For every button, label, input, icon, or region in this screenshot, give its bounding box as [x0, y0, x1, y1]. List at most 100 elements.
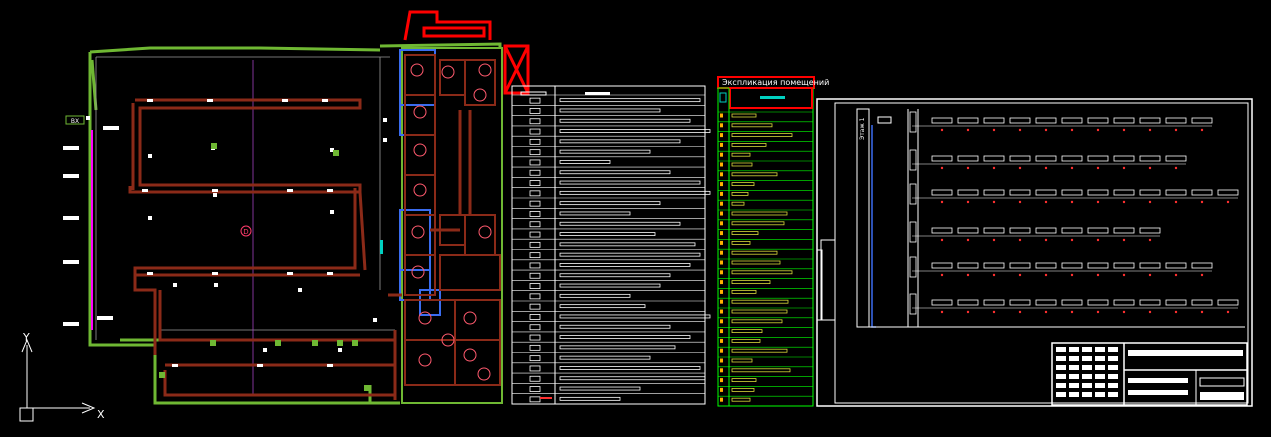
panel-device [1113, 262, 1135, 269]
legend-symbol [529, 324, 541, 331]
panel-node [1174, 166, 1178, 170]
panel-device [957, 117, 979, 124]
panel-device [1061, 155, 1083, 162]
title-block-cell [1056, 347, 1066, 352]
room-circle [463, 348, 477, 362]
room-circle [473, 88, 487, 102]
panel-node [1044, 200, 1048, 204]
title-block-cell [1069, 365, 1079, 370]
explication-room-name [731, 250, 778, 255]
legend-last-symbol [540, 397, 552, 399]
legend-symbol [529, 293, 541, 300]
room-circle [413, 143, 427, 157]
explication-room-name [731, 191, 749, 196]
panel-device [1035, 189, 1057, 196]
title-block-cell [1108, 347, 1118, 352]
riser-tag [909, 293, 917, 315]
room-circle [441, 65, 455, 79]
legend-description [559, 221, 681, 226]
explication-room-name [731, 172, 778, 177]
room-circle [478, 225, 492, 239]
panel-node [1096, 238, 1100, 242]
panel-device [1087, 117, 1109, 124]
title-block-cell [1056, 356, 1066, 361]
explication-room-number [720, 280, 723, 285]
explication-table[interactable]: Экспликация помещений [717, 76, 829, 407]
panel-device [1165, 155, 1187, 162]
panel-node [1174, 273, 1178, 277]
explication-room-name [731, 133, 793, 138]
panel-node [1122, 310, 1126, 314]
fixture-symbol [148, 154, 152, 158]
legend-description [559, 386, 641, 391]
legend-symbol [529, 344, 541, 351]
explication-room-name [731, 260, 781, 265]
legend-symbol [529, 97, 541, 104]
panel-device [983, 262, 1005, 269]
legend-symbol [529, 262, 541, 269]
legend-description [559, 118, 691, 123]
explication-room-name [731, 162, 753, 167]
panel-device [1087, 262, 1109, 269]
floor-plan[interactable]: D ВХ [63, 10, 530, 405]
title-block-cell [1082, 374, 1092, 379]
riser-tag [909, 149, 917, 171]
pipe-tick [142, 189, 148, 192]
panel-node [1122, 238, 1126, 242]
panel-node [1096, 166, 1100, 170]
svg-text:D: D [243, 228, 248, 236]
panel-device [1191, 189, 1213, 196]
legend-table[interactable] [511, 85, 711, 405]
explication-room-name [731, 142, 767, 147]
fixture-symbol [383, 138, 387, 142]
panel-device [931, 299, 953, 306]
title-block-cell [1095, 374, 1105, 379]
riser-tag [909, 183, 917, 205]
fixture-symbol [330, 148, 334, 152]
legend-description [559, 211, 631, 216]
explication-room-number [720, 378, 723, 383]
explication-room-number [720, 250, 723, 255]
panel-node [1148, 238, 1152, 242]
legend-symbol [529, 128, 541, 135]
explication-room-name [731, 152, 751, 157]
fixture-symbol [148, 216, 152, 220]
legend-symbol [529, 365, 541, 372]
legend-symbol [529, 283, 541, 289]
panel-node [1018, 128, 1022, 132]
explication-room-name [731, 319, 783, 324]
legend-description [559, 98, 701, 103]
title-block-cell [1056, 365, 1066, 370]
title-block-cell [1108, 392, 1118, 397]
legend-symbol [529, 138, 541, 145]
panel-node [1148, 273, 1152, 277]
panel-device [931, 189, 953, 196]
panel-node [992, 200, 996, 204]
legend-symbol [529, 272, 541, 279]
legend-description [559, 396, 621, 401]
legend-symbol [529, 231, 541, 238]
panel-node [1070, 200, 1074, 204]
radiator-symbol [63, 322, 79, 326]
title-block-cell [1095, 392, 1105, 397]
panel-node [966, 238, 970, 242]
explication-room-name [731, 280, 771, 285]
title-block-cell [1069, 374, 1079, 379]
pipe-tick [287, 189, 293, 192]
explication-room-number [720, 133, 723, 138]
riser-tag [909, 256, 917, 278]
panel-device [1113, 155, 1135, 162]
panel-node [1070, 273, 1074, 277]
panel-node [1174, 200, 1178, 204]
legend-description [559, 149, 651, 154]
room-circle [478, 63, 492, 77]
panel-node [1200, 310, 1204, 314]
panel-node [992, 166, 996, 170]
explication-room-name [731, 123, 773, 128]
schematic-sheet[interactable]: Этаж 1 [816, 98, 1253, 407]
explication-room-number [720, 221, 723, 226]
panel-node [1044, 273, 1048, 277]
radiator-symbol [103, 126, 119, 130]
fixture-symbol [214, 283, 218, 287]
